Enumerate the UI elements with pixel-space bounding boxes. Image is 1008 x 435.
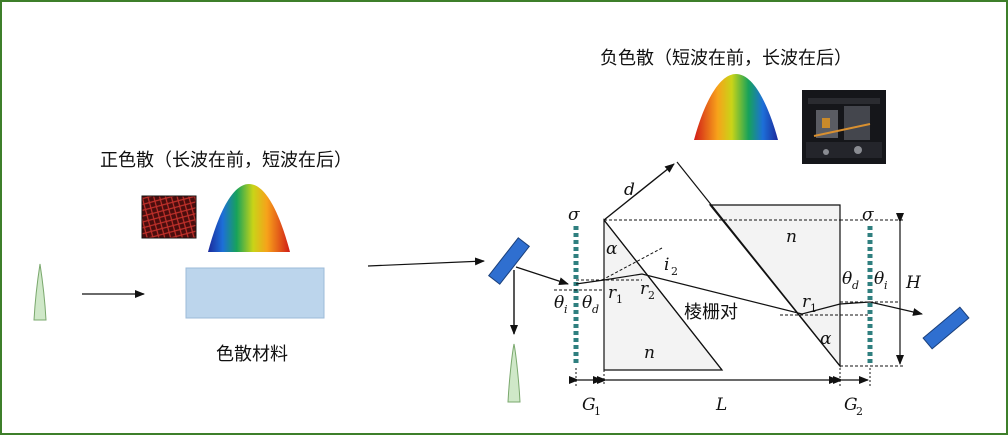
svg-text:i: i bbox=[884, 279, 888, 292]
n-top: n bbox=[786, 227, 797, 247]
svg-text:r: r bbox=[802, 292, 811, 312]
n-bottom: n bbox=[644, 343, 655, 363]
alpha-top: α bbox=[606, 239, 618, 259]
r1-label: r 1 bbox=[608, 283, 623, 306]
alpha-bottom: α bbox=[820, 329, 832, 349]
svg-text:i: i bbox=[564, 303, 568, 316]
svg-text:G: G bbox=[844, 395, 858, 415]
positive-spectrum bbox=[208, 184, 290, 252]
beam-out bbox=[869, 301, 923, 316]
theta-d-left: θ d bbox=[582, 293, 599, 316]
svg-text:2: 2 bbox=[671, 265, 678, 278]
input-mirror bbox=[488, 237, 530, 285]
dispersive-material-block bbox=[185, 267, 325, 319]
material-to-mirror-arrow bbox=[367, 257, 485, 267]
theta-d-right: θ d bbox=[842, 269, 859, 292]
mirror-to-grating-beam bbox=[515, 266, 569, 286]
svg-text:θ: θ bbox=[554, 293, 564, 313]
svg-text:θ: θ bbox=[842, 269, 852, 289]
left-prism-hypotenuse bbox=[603, 219, 723, 371]
svg-text:r: r bbox=[640, 279, 649, 299]
svg-text:i: i bbox=[664, 255, 669, 275]
sigma-right: σ bbox=[862, 205, 874, 225]
svg-text:d: d bbox=[852, 279, 859, 292]
svg-text:θ: θ bbox=[582, 293, 592, 313]
positive-dispersion-label: 正色散（长波在前，短波在后） bbox=[100, 150, 352, 171]
grating-pair-label: 棱栅对 bbox=[684, 302, 738, 323]
r1-right-label: r 1 bbox=[802, 292, 817, 315]
sigma-left: σ bbox=[568, 205, 580, 225]
svg-text:θ: θ bbox=[874, 269, 884, 289]
input-pulse bbox=[33, 263, 47, 321]
h-label: H bbox=[905, 273, 922, 293]
theta-i-right: θ i bbox=[874, 269, 888, 292]
g2-label: G 2 bbox=[844, 395, 863, 418]
theta-i-left: θ i bbox=[554, 293, 568, 316]
svg-text:2: 2 bbox=[648, 289, 655, 302]
dispersive-material-photo bbox=[141, 195, 197, 239]
svg-text:r: r bbox=[608, 283, 617, 303]
svg-text:G: G bbox=[582, 395, 596, 415]
svg-text:1: 1 bbox=[594, 405, 601, 418]
svg-text:1: 1 bbox=[810, 302, 817, 315]
negative-dispersion-label: 负色散（短波在前，长波在后） bbox=[600, 48, 852, 69]
r2-label: r 2 bbox=[640, 279, 655, 302]
normal-top bbox=[601, 247, 663, 281]
svg-text:d: d bbox=[592, 303, 599, 316]
setup-photo bbox=[802, 90, 886, 164]
negative-spectrum bbox=[694, 74, 778, 140]
dispersive-material-label: 色散材料 bbox=[216, 344, 288, 365]
beam-path bbox=[575, 273, 871, 315]
d-vector bbox=[603, 163, 675, 221]
d-label: d bbox=[624, 180, 635, 200]
svg-text:2: 2 bbox=[856, 405, 863, 418]
i2-label: i 2 bbox=[664, 255, 678, 278]
prism-diagonal bbox=[676, 161, 841, 367]
output-mirror bbox=[922, 306, 970, 350]
output-pulse bbox=[507, 343, 521, 403]
l-label: L bbox=[715, 395, 727, 415]
g1-label: G 1 bbox=[582, 395, 601, 418]
svg-text:1: 1 bbox=[616, 293, 623, 306]
